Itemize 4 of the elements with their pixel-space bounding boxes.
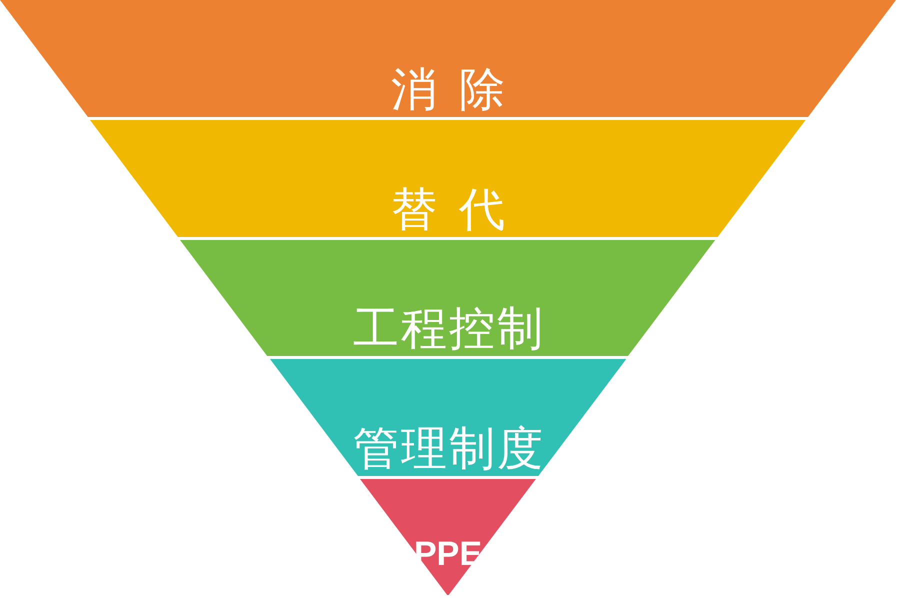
band-label: 消除 <box>390 60 527 118</box>
band-label: 工程控制 <box>352 300 545 357</box>
band-label: 管理制度 <box>352 420 545 476</box>
band-label: 替代 <box>390 180 527 238</box>
